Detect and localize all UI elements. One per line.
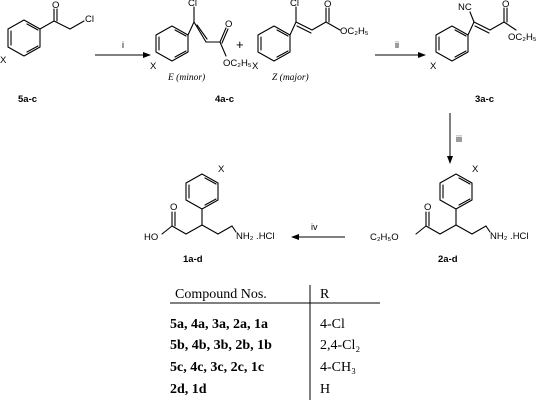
chlorine-atom-label: Cl xyxy=(188,0,197,9)
compound-2-label: 2a-d xyxy=(438,254,458,265)
step-ii-label: ii xyxy=(395,40,399,50)
compound-4-z-isomer: Cl O OC₂H₅ X Z (major) xyxy=(252,0,369,83)
chlorine-atom-label: Cl xyxy=(290,0,299,9)
compound-4-e-isomer: Cl O OC₂H₅ X E (minor) xyxy=(150,0,252,83)
e-isomer-caption: E (minor) xyxy=(167,72,205,83)
step-iii-label: iii xyxy=(456,134,462,144)
step-iii-arrow: iii xyxy=(447,113,462,164)
table-row-r: 4-CH₃ xyxy=(320,360,356,375)
step-i-arrow: i xyxy=(95,40,151,58)
chlorine-atom-label: Cl xyxy=(85,14,94,25)
oxygen-atom-label: O xyxy=(424,202,431,213)
oxygen-atom-label: O xyxy=(324,0,331,10)
table-row-r: 2,4-Cl₂ xyxy=(320,338,360,353)
compound-1-label: 1a-d xyxy=(183,254,203,265)
ester-group-label: OC₂H₅ xyxy=(508,32,537,43)
substituent-table: Compound Nos. R 5a, 4a, 3a, 2a, 1a 4-Cl … xyxy=(170,285,380,400)
oxygen-atom-label: O xyxy=(225,19,232,30)
plus-sign: + xyxy=(236,37,244,52)
compound-5: O Cl X 5a-c xyxy=(0,0,94,105)
substituent-x-label: X xyxy=(218,164,225,175)
table-row-compounds: 5a, 4a, 3a, 2a, 1a xyxy=(170,317,268,332)
table-header-compounds: Compound Nos. xyxy=(175,287,267,302)
z-isomer-caption: Z (major) xyxy=(272,72,309,83)
step-iv-label: iv xyxy=(311,222,318,232)
substituent-x-label: X xyxy=(150,61,157,72)
table-row-compounds: 2d, 1d xyxy=(170,382,207,397)
amine-hydrochloride-label: NH₂ .HCl xyxy=(236,231,275,242)
compound-3: NC O OC₂H₅ X 3a-c xyxy=(430,0,537,105)
ester-group-label: OC₂H₅ xyxy=(223,58,252,69)
hydroxyl-label: HO xyxy=(144,232,158,243)
nitrile-group-label: NC xyxy=(458,2,472,13)
step-iv-arrow: iv xyxy=(291,222,345,240)
compound-5-label: 5a-c xyxy=(18,94,37,105)
table-row-compounds: 5b, 4b, 3b, 2b, 1b xyxy=(170,338,272,353)
oxygen-atom-label: O xyxy=(502,0,509,10)
ester-group-label: OC₂H₅ xyxy=(340,26,369,37)
substituent-x-label: X xyxy=(0,55,7,66)
compound-1: X O HO NH₂ .HCl 1a-d xyxy=(144,164,275,265)
step-i-label: i xyxy=(122,40,124,50)
substituent-x-label: X xyxy=(430,61,437,72)
table-row-r: 4-Cl xyxy=(320,317,345,332)
substituent-x-label: X xyxy=(252,61,259,72)
oxygen-atom-label: O xyxy=(170,202,177,213)
table-row-compounds: 5c, 4c, 3c, 2c, 1c xyxy=(170,360,264,375)
amine-hydrochloride-label: NH₂ .HCl xyxy=(490,231,529,242)
compound-4-label: 4a-c xyxy=(215,94,234,105)
table-row-r: H xyxy=(320,382,330,397)
compound-3-label: 3a-c xyxy=(475,94,494,105)
compound-2: X O C₂H₅O NH₂ .HCl 2a-d xyxy=(370,164,529,265)
substituent-x-label: X xyxy=(472,164,479,175)
step-ii-arrow: ii xyxy=(375,40,426,58)
table-header-r: R xyxy=(320,287,330,302)
oxygen-atom-label: O xyxy=(52,0,59,11)
ethyl-ester-label: C₂H₅O xyxy=(370,232,399,243)
